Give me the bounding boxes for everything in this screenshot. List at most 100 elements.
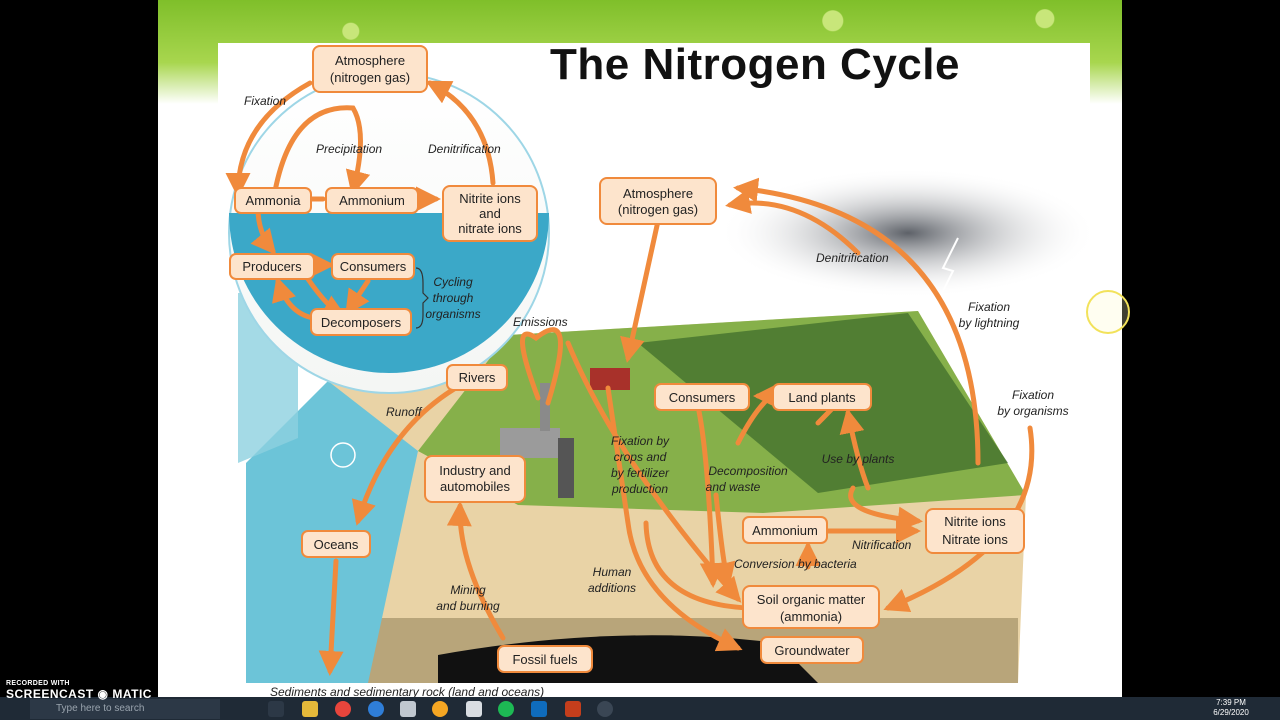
nitrification-label: Nitrification <box>852 538 912 552</box>
aquatic-nitrite-line3: nitrate ions <box>458 221 522 236</box>
decomposition-line2: and waste <box>706 480 761 494</box>
land-plants-box: Land plants <box>772 383 872 411</box>
aquatic-consumers-box: Consumers <box>331 253 415 280</box>
right-letterbox <box>1122 0 1280 697</box>
fixation-crops-line3: by fertilizer <box>611 466 670 480</box>
taskbar-clock[interactable]: 7:39 PM 6/29/2020 <box>1205 698 1257 718</box>
industry-box: Industry and automobiles <box>424 455 526 503</box>
watermark-screencast: SCREENCAST <box>6 687 94 701</box>
fossil-fuels-box: Fossil fuels <box>497 645 593 673</box>
use-by-plants-label: Use by plants <box>822 452 895 466</box>
fixation-crops-line2: crops and <box>614 450 667 464</box>
emissions-label: Emissions <box>513 315 568 329</box>
screencast-icon[interactable] <box>597 701 613 717</box>
terrestrial-denitrification-label: Denitrification <box>816 251 889 265</box>
windows-taskbar <box>0 697 1280 720</box>
producers-box: Producers <box>229 253 315 280</box>
spotify-icon[interactable] <box>498 701 514 717</box>
clock-time: 7:39 PM <box>1216 698 1246 707</box>
cycling-line3: organisms <box>425 307 480 321</box>
nitrogen-cycle-diagram: Atmosphere (nitrogen gas) Fixation Preci… <box>225 45 1098 697</box>
highway <box>558 438 574 498</box>
rivers-box: Rivers <box>446 364 508 391</box>
mouse-cursor-highlight <box>1086 290 1130 334</box>
aquatic-atmosphere-line2: (nitrogen gas) <box>330 70 410 85</box>
terrestrial-consumers-box: Consumers <box>654 383 750 411</box>
sediments-label: Sediments and sedimentary rock (land and… <box>270 685 544 697</box>
aquatic-nitrite-box: Nitrite ions and nitrate ions <box>442 185 538 242</box>
aquatic-ammonium-box: Ammonium <box>325 187 419 214</box>
left-letterbox <box>0 0 158 697</box>
watermark-logo-icon: ◉ <box>97 687 109 701</box>
groundwater-label: Groundwater <box>774 643 850 658</box>
app-icon[interactable] <box>432 701 448 717</box>
industry-line1: Industry and <box>439 463 511 478</box>
fixation-organisms-line2: by organisms <box>997 404 1068 418</box>
nitrite-ions-label: Nitrite ions <box>944 514 1006 529</box>
nitrogen-cycle-figure: Atmosphere (nitrogen gas) Fixation Preci… <box>218 43 1098 697</box>
soil-line2: (ammonia) <box>780 609 842 624</box>
decomposers-label: Decomposers <box>321 315 402 330</box>
human-additions-line2: additions <box>588 581 636 595</box>
storm-cloud <box>718 168 1098 298</box>
file-explorer-icon[interactable] <box>302 701 318 717</box>
decomposers-box: Decomposers <box>310 308 412 336</box>
watermark-recorded: RECORDED WITH <box>6 680 70 687</box>
human-additions-line1: Human <box>593 565 632 579</box>
fixation-crops-line1: Fixation by <box>611 434 670 448</box>
clock-date: 6/29/2020 <box>1213 708 1249 717</box>
outlook-icon[interactable] <box>531 701 547 717</box>
soil-organic-box: Soil organic matter (ammonia) <box>742 585 880 629</box>
powerpoint-icon[interactable] <box>565 701 581 717</box>
rivers-label: Rivers <box>459 370 496 385</box>
aquatic-water <box>229 213 549 373</box>
aquatic-nitrite-line1: Nitrite ions <box>459 191 521 206</box>
lightning-bolt <box>935 237 959 306</box>
aquatic-fixation-label: Fixation <box>244 94 286 108</box>
oceans-label: Oceans <box>314 537 359 552</box>
terrestrial-ammonium-box: Ammonium <box>742 516 828 544</box>
watermark-matic: MATIC <box>112 687 152 701</box>
cycle-arrows <box>225 80 1035 676</box>
aquatic-atmosphere-box: Atmosphere (nitrogen gas) <box>312 45 428 93</box>
fixation-organisms-line1: Fixation <box>1012 388 1054 402</box>
screencast-watermark: RECORDED WITH SCREENCAST ◉ MATIC <box>6 680 152 701</box>
industry-line2: automobiles <box>440 479 511 494</box>
conversion-label: Conversion by bacteria <box>734 557 857 571</box>
cursor-halo <box>330 442 356 468</box>
taskbar-search-input[interactable]: Type here to search <box>30 699 220 719</box>
terrestrial-atmosphere-line2: (nitrogen gas) <box>618 202 698 217</box>
decomposition-line1: Decomposition <box>708 464 788 478</box>
precipitation-label: Precipitation <box>316 142 382 156</box>
land-plants-label: Land plants <box>788 390 856 405</box>
paint-icon[interactable] <box>466 701 482 717</box>
aquatic-atmosphere-line1: Atmosphere <box>335 53 405 68</box>
mining-line2: and burning <box>436 599 500 613</box>
ammonia-box: Ammonia <box>234 187 312 214</box>
cycling-line2: through <box>433 291 474 305</box>
cycling-line1: Cycling <box>433 275 473 289</box>
snipping-tool-icon[interactable] <box>400 701 416 717</box>
groundwater-box: Groundwater <box>760 636 864 664</box>
smokestack <box>540 383 550 431</box>
edge-icon[interactable] <box>368 701 384 717</box>
nitrite-nitrate-box: Nitrite ions Nitrate ions <box>925 508 1025 554</box>
ammonia-label: Ammonia <box>246 193 302 208</box>
cycling-bracket <box>415 267 429 329</box>
task-view-icon[interactable] <box>268 701 284 717</box>
terrestrial-ammonium-label: Ammonium <box>752 523 818 538</box>
farm-barn <box>590 368 630 390</box>
aquatic-denitrification-label: Denitrification <box>428 142 501 156</box>
oceans-box: Oceans <box>301 530 371 558</box>
fixation-lightning-line1: Fixation <box>968 300 1010 314</box>
terrestrial-consumers-label: Consumers <box>669 390 736 405</box>
chrome-icon[interactable] <box>335 701 351 717</box>
terrestrial-atmosphere-box: Atmosphere (nitrogen gas) <box>599 177 717 225</box>
aquatic-ammonium-label: Ammonium <box>339 193 405 208</box>
runoff-label: Runoff <box>386 405 423 419</box>
aquatic-consumers-label: Consumers <box>340 259 407 274</box>
mining-line1: Mining <box>450 583 486 597</box>
presentation-slide: Atmosphere (nitrogen gas) Fixation Preci… <box>158 0 1122 697</box>
fossil-fuels-label: Fossil fuels <box>512 652 578 667</box>
aquatic-nitrite-line2: and <box>479 206 501 221</box>
